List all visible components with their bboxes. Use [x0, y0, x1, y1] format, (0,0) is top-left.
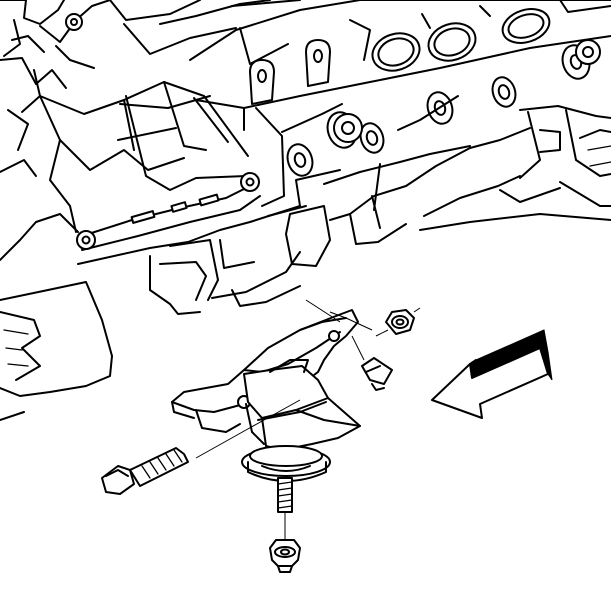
bracket-nut [375, 307, 421, 337]
engine-block [0, 0, 611, 421]
exhaust-manifold [189, 0, 611, 143]
through-bolt [101, 399, 301, 495]
bottom-nut [269, 539, 301, 573]
engine-mount-bracket [171, 309, 359, 433]
leader-lines [305, 299, 341, 323]
clip-nut [329, 311, 393, 391]
engine-mount [241, 359, 361, 482]
mount-stud [277, 477, 293, 544]
arrow-icon [431, 329, 553, 419]
